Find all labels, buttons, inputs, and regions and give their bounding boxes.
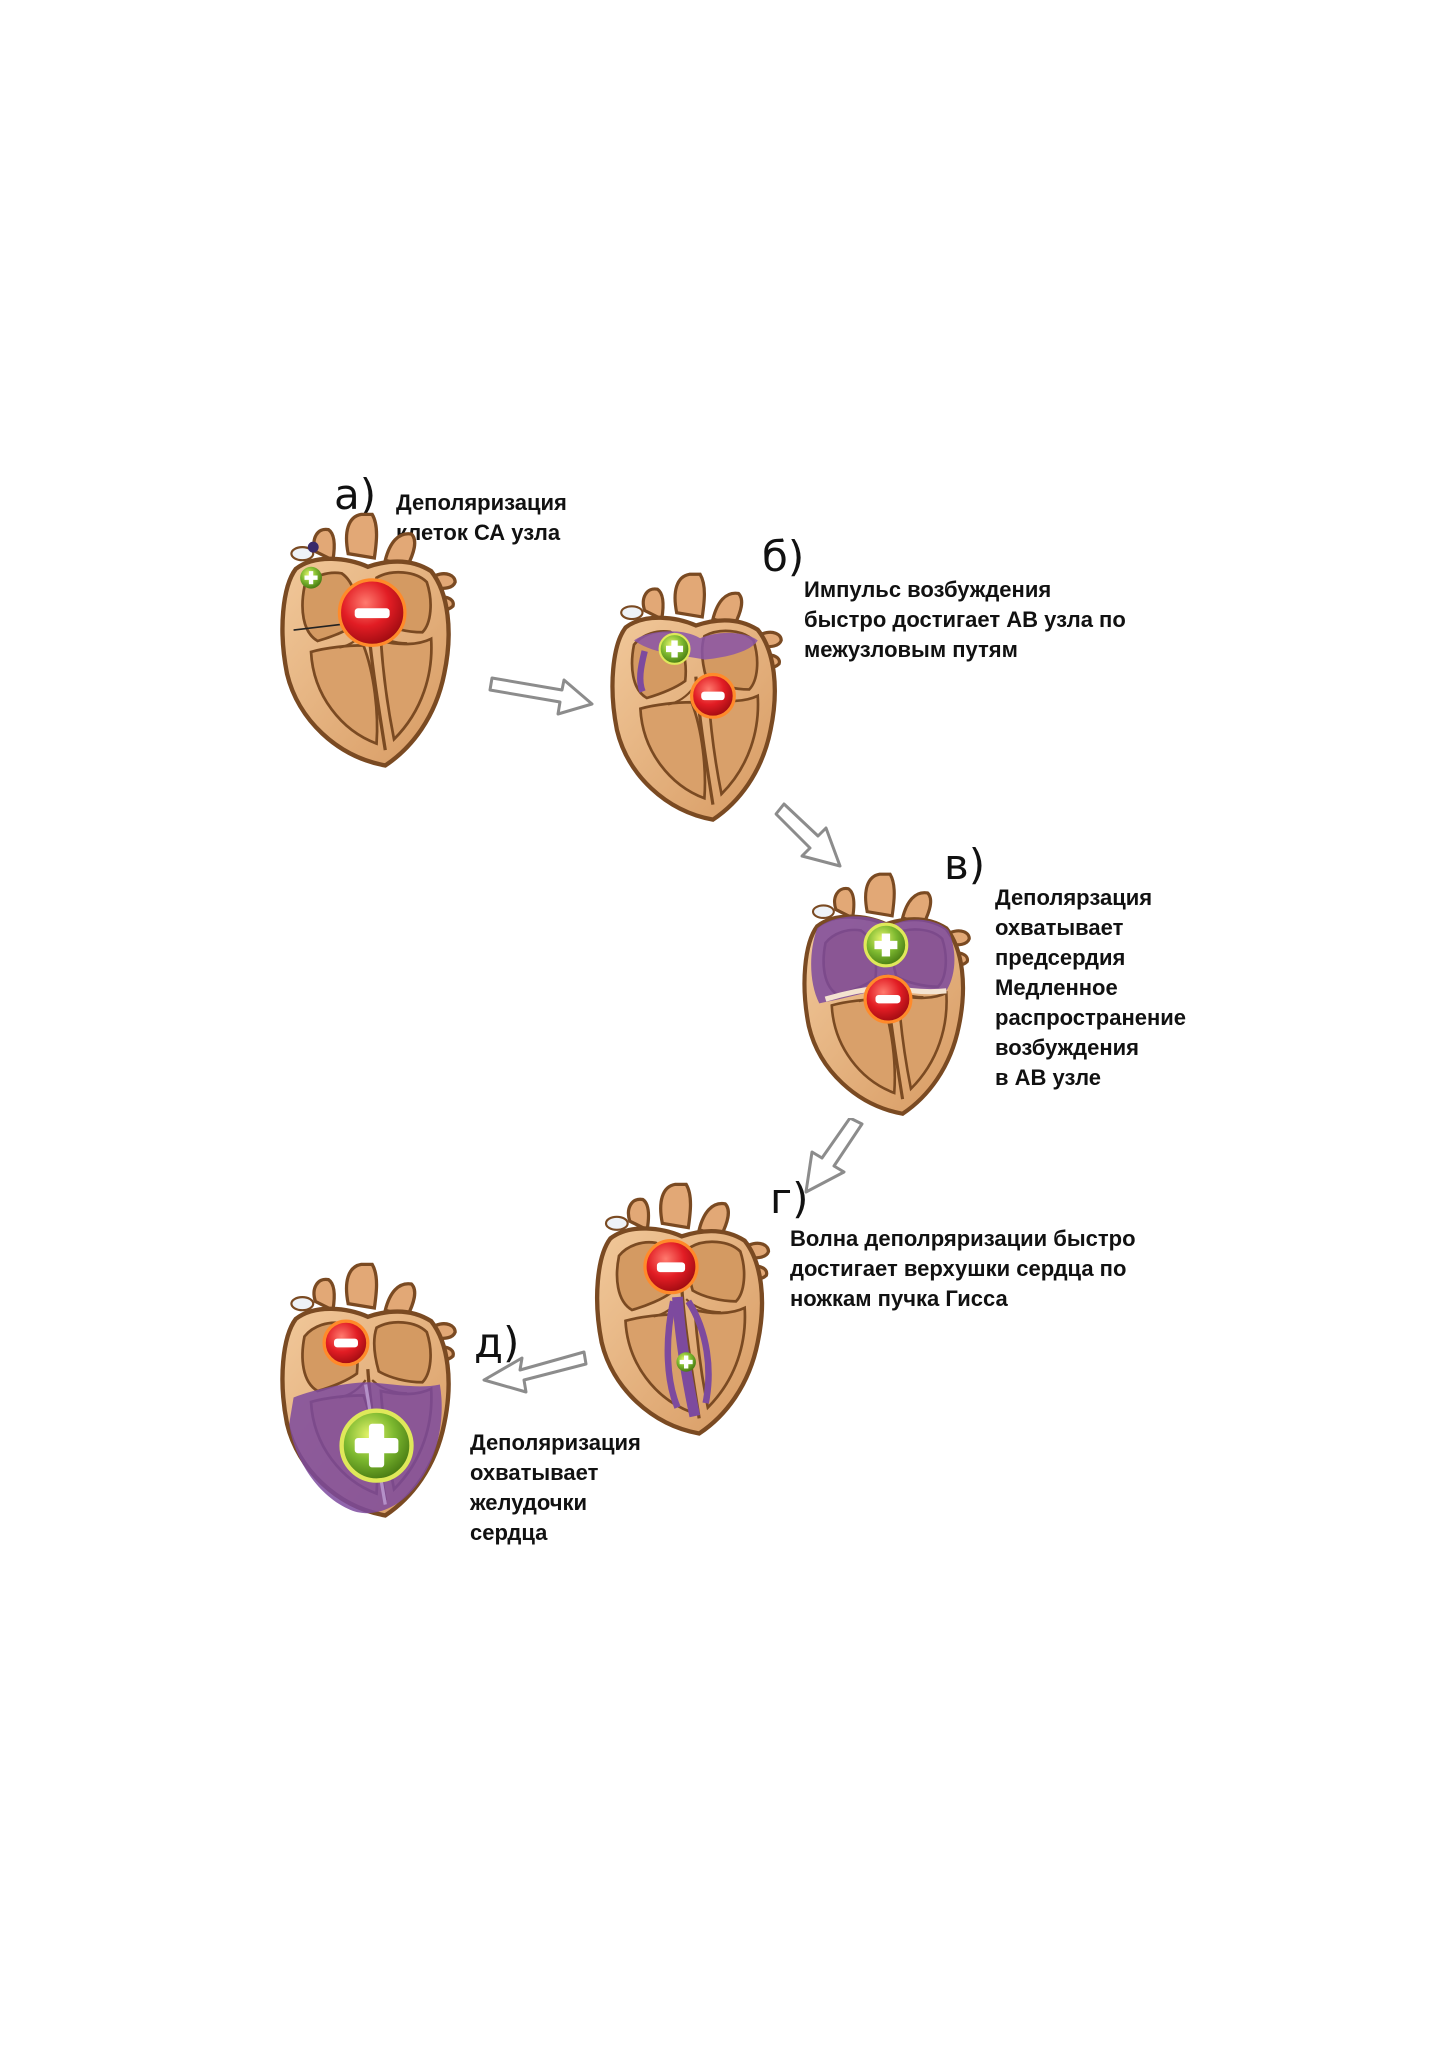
caption-line: распространение [995, 1005, 1187, 1030]
minus-icon [863, 974, 913, 1024]
stage-d-caption: Деполяризация охватывает желудочки сердц… [470, 1428, 641, 1548]
heart-stage-a [270, 510, 470, 772]
caption-line: Деполярзация [995, 885, 1153, 910]
caption-line: охватывает [995, 915, 1124, 940]
caption-line: Медленное [995, 975, 1118, 1000]
minus-icon [322, 1319, 370, 1367]
stage-v-caption: Деполярзация охватывает предсердия Медле… [995, 883, 1186, 1093]
caption-line: охватывает [470, 1460, 599, 1485]
arrow-g-to-d [482, 1350, 588, 1394]
caption-line: Деполяризация [470, 1430, 641, 1455]
arrow-a-to-b [488, 676, 594, 716]
caption-line: в АВ узле [995, 1065, 1102, 1090]
arrow-b-to-v [774, 802, 842, 868]
heart-stage-d [270, 1260, 470, 1522]
plus-icon [339, 1408, 414, 1483]
plus-icon [863, 922, 909, 968]
plus-icon [300, 566, 322, 589]
plus-icon [676, 1352, 696, 1372]
caption-line: Деполяризация [396, 490, 567, 515]
sa-node-icon [307, 541, 319, 553]
heart-stage-v [790, 870, 986, 1120]
stage-d-letter: д) [474, 1318, 520, 1367]
stage-v-letter: в) [944, 840, 986, 889]
stage-g-caption: Волна деполряризации быстро достигает ве… [790, 1224, 1136, 1314]
arrow-v-to-g [804, 1118, 864, 1194]
caption-line: ножкам пучка Гисса [790, 1286, 1008, 1311]
stage-b-letter: б) [762, 532, 805, 581]
stage-a-caption: Деполяризация клеток СА узла [396, 488, 567, 548]
caption-line: достигает верхушки сердца по [790, 1256, 1127, 1281]
caption-line: межузловым путям [804, 637, 1018, 662]
caption-line: возбуждения [995, 1035, 1140, 1060]
minus-icon [337, 578, 407, 648]
plus-icon [658, 632, 691, 665]
heart-stage-b [600, 570, 796, 826]
caption-line: клеток СА узла [396, 520, 561, 545]
heart-stage-g [586, 1180, 782, 1440]
caption-line: быстро достигает АВ узла по [804, 607, 1126, 632]
caption-line: Импульс возбуждения [804, 577, 1052, 602]
caption-line: сердца [470, 1520, 548, 1545]
caption-line: предсердия [995, 945, 1126, 970]
caption-line: Волна деполряризации быстро [790, 1226, 1136, 1251]
caption-line: желудочки [470, 1490, 588, 1515]
stage-g-letter: г) [770, 1174, 809, 1223]
minus-icon [690, 672, 736, 719]
stage-b-caption: Импульс возбуждения быстро достигает АВ … [804, 575, 1126, 665]
stage-a-letter: а) [334, 470, 377, 519]
minus-icon [643, 1239, 699, 1295]
